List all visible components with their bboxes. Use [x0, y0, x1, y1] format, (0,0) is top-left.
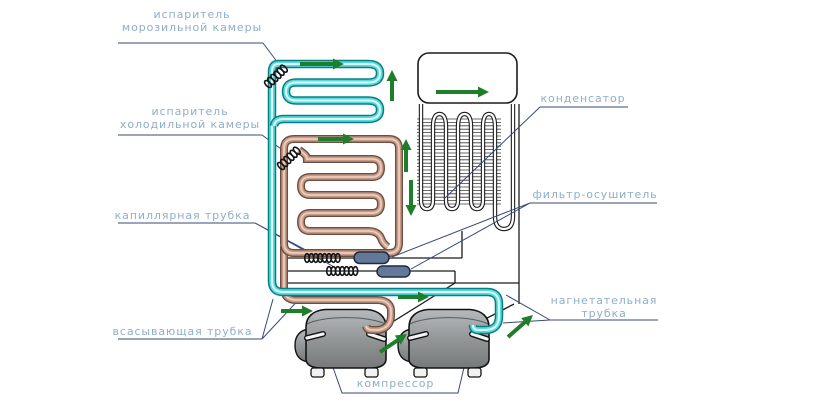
condenser-coil	[417, 104, 516, 232]
filter-driers	[353, 251, 411, 278]
label-text: нагнетательная	[550, 294, 658, 307]
capillary-coil-line-1	[303, 252, 341, 264]
capillary-coil-line-2	[325, 265, 359, 277]
label-freezer-evaporator: испаритель морозильной камеры	[112, 8, 272, 34]
filter-drier-capsule-2	[376, 265, 411, 278]
label-text: капиллярная трубка	[114, 209, 251, 222]
leader-compressor-bracket	[329, 358, 467, 394]
label-text: конденсатор	[540, 92, 626, 105]
label-condenser: конденсатор	[533, 92, 633, 106]
leader-fridge-evaporator	[118, 134, 289, 155]
capillary-line-2	[287, 270, 456, 283]
label-filter-drier: фильтр-осушитель	[527, 188, 663, 202]
label-text: трубка	[581, 306, 627, 320]
leader-filter-drier	[391, 202, 657, 270]
label-text: всасывающая трубка	[112, 325, 253, 338]
label-text: испаритель	[151, 105, 229, 118]
fridge-evaporator-coil	[280, 135, 403, 334]
top-cabinet-outline	[417, 52, 518, 104]
label-text: компрессор	[356, 377, 435, 390]
label-text: фильтр-осушитель	[532, 188, 658, 201]
label-text: холодильной камеры	[119, 117, 261, 131]
label-discharge-tube: нагнетательная трубка	[544, 294, 664, 320]
label-text: испаритель	[153, 8, 231, 21]
compressor-2	[397, 308, 490, 378]
label-capillary-tube: капиллярная трубка	[105, 209, 260, 223]
label-compressor: компрессор	[348, 377, 443, 391]
compressor-1	[294, 308, 387, 378]
label-text: морозильной камеры	[121, 20, 263, 34]
leader-freezer-evaporator	[118, 42, 282, 68]
freezer-evaporator-coil	[267, 59, 504, 335]
label-fridge-evaporator: испаритель холодильной камеры	[110, 105, 270, 131]
capillary-coils	[263, 64, 359, 277]
leader-lines	[118, 42, 658, 394]
leader-condenser	[444, 106, 628, 199]
flow-arrows	[281, 58, 533, 354]
label-suction-tube: всасывающая трубка	[100, 325, 265, 339]
capillary-coil-fridge-inlet	[276, 146, 302, 171]
filter-drier-capsule-1	[353, 251, 390, 265]
capillary-coil-freezer-inlet	[263, 64, 289, 89]
